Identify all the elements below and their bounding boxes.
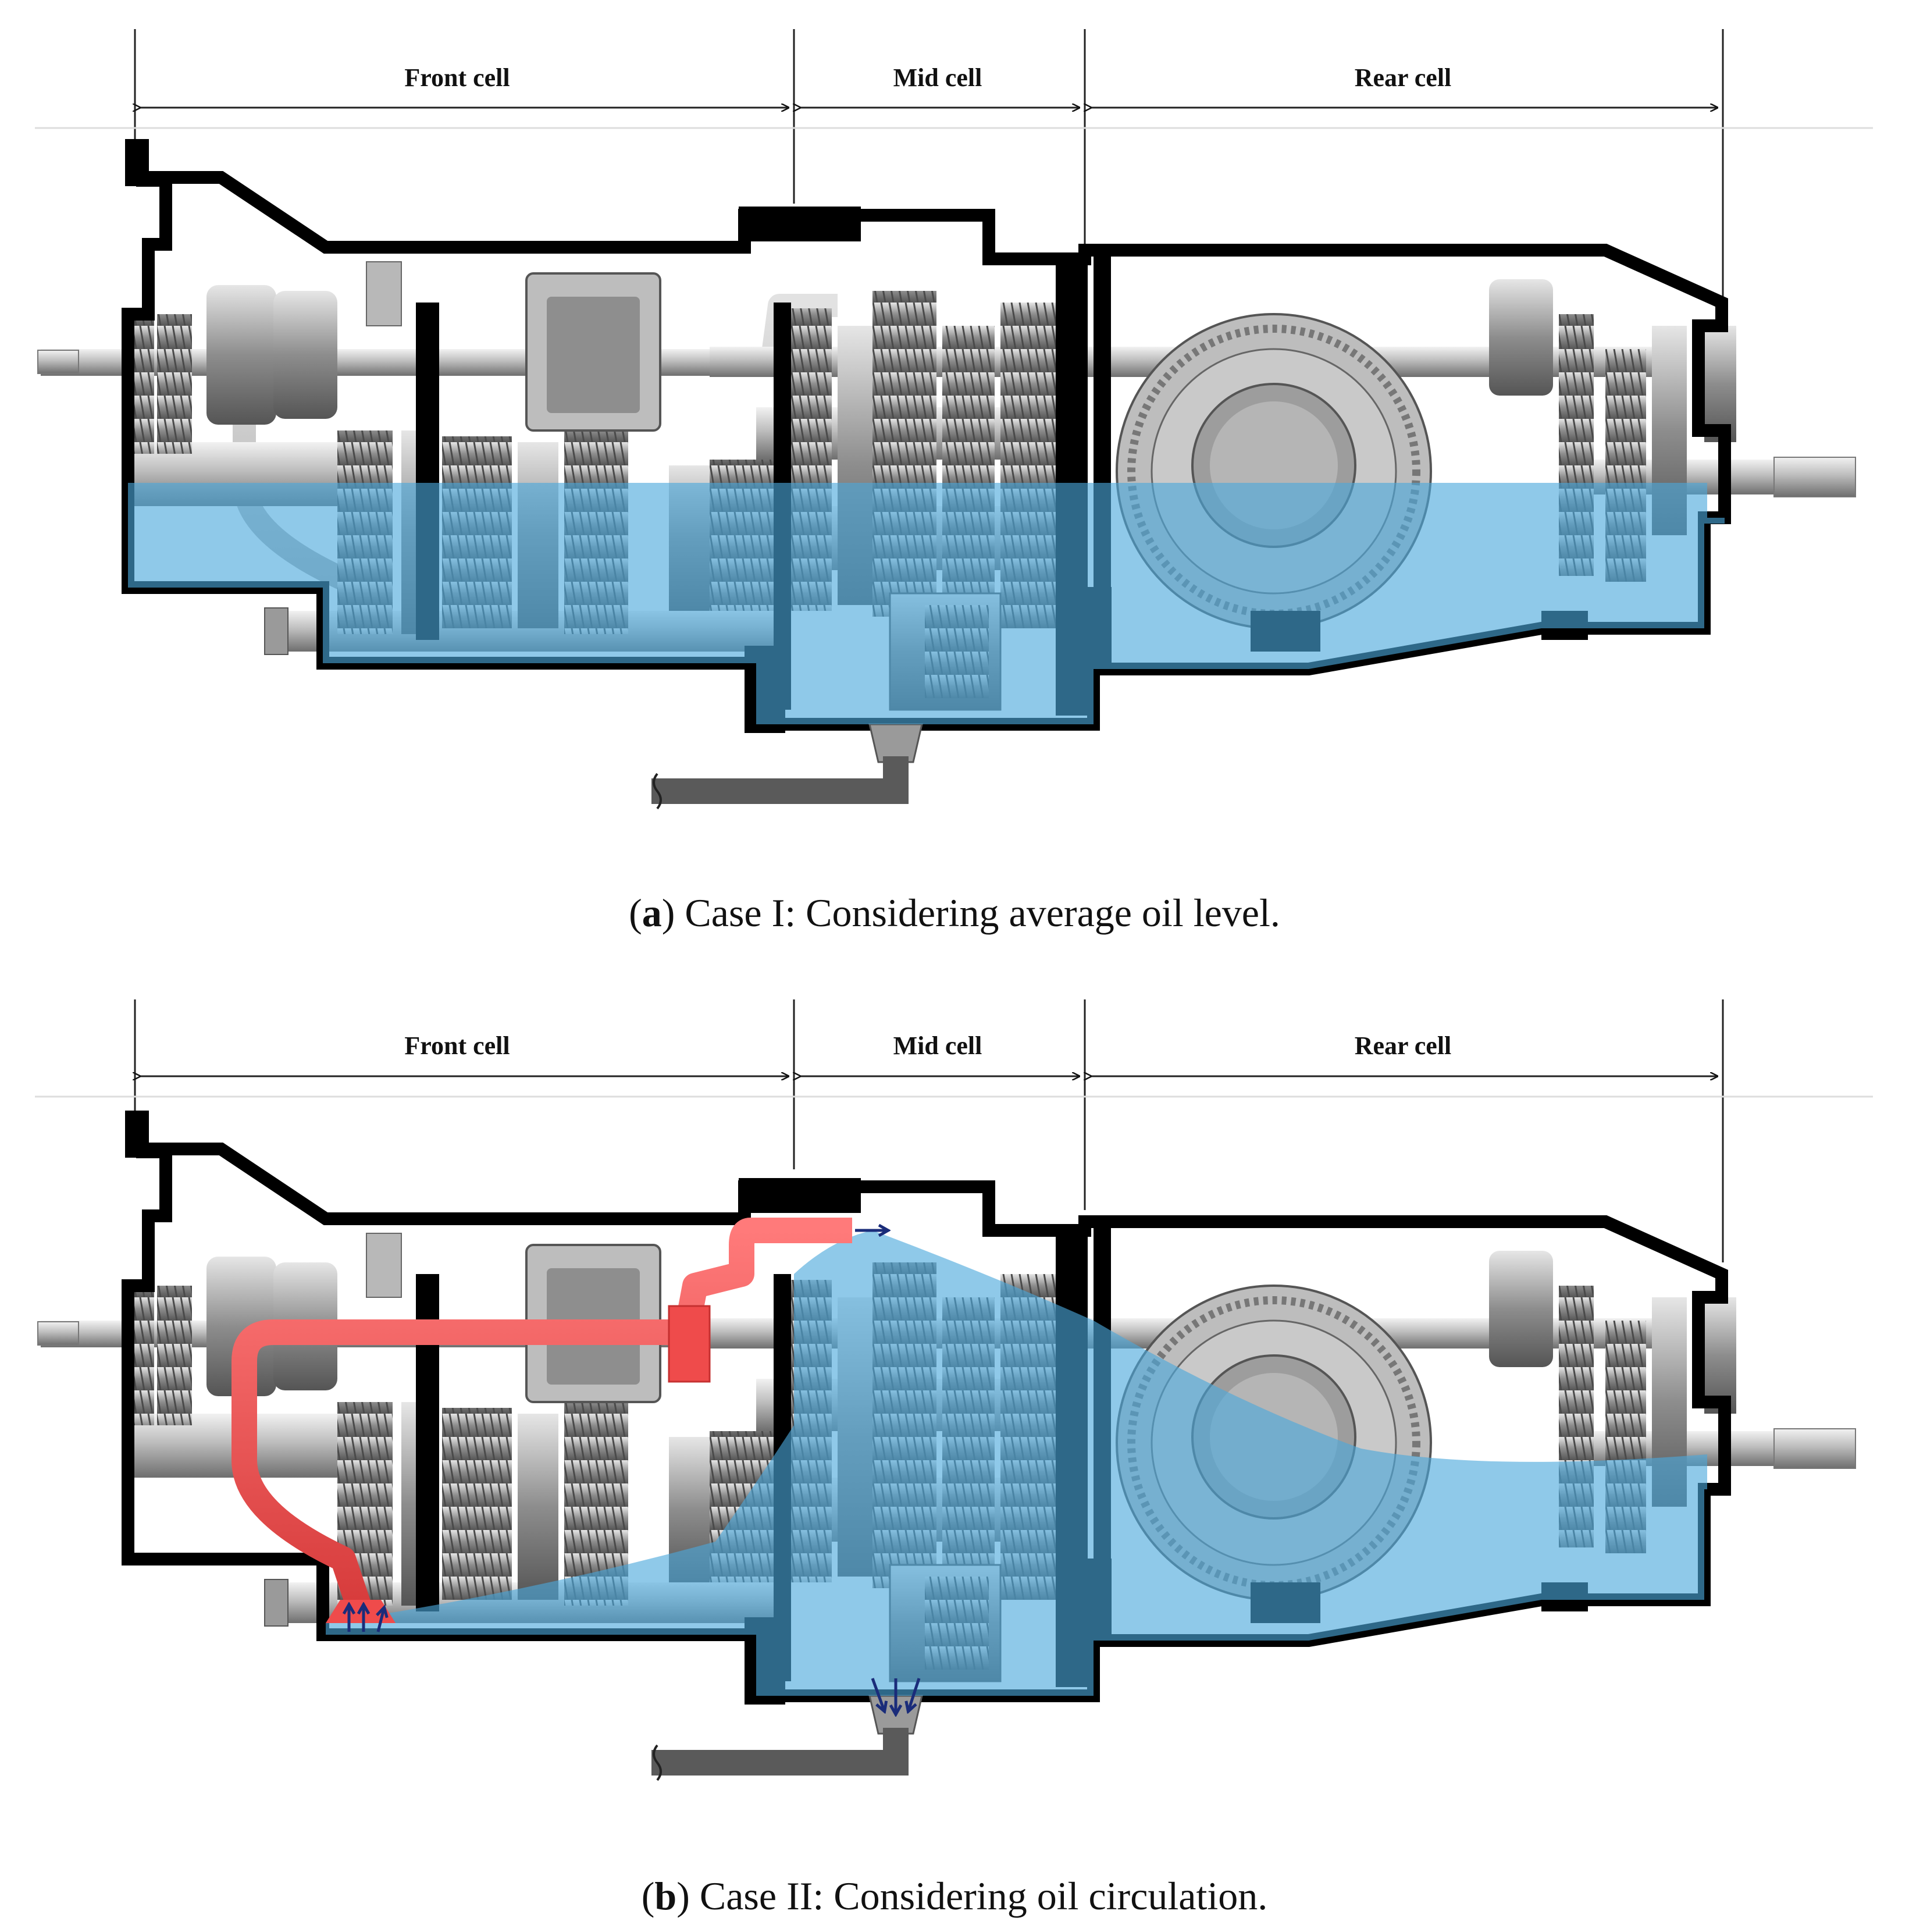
- mid-cell-label: Mid cell: [893, 63, 982, 92]
- panel-case-one: Front cell Mid cell Rear cell (a) Case I…: [0, 29, 1909, 966]
- caption-open-paren: (: [629, 891, 642, 935]
- caption-letter: a: [642, 891, 662, 935]
- drain-arrow-3: [909, 1678, 921, 1710]
- front-cell-label: Front cell: [404, 63, 510, 92]
- front-cell-label: Front cell: [404, 1031, 510, 1060]
- caption-text: ) Case II: Considering oil circulation.: [676, 1874, 1268, 1918]
- oil-volume: [326, 1230, 1707, 1696]
- caption-text: ) Case I: Considering average oil level.: [661, 891, 1280, 935]
- caption-letter: b: [654, 1874, 677, 1918]
- mid-cell-label: Mid cell: [893, 1031, 982, 1060]
- diagram-case-one: Front cell Mid cell Rear cell: [0, 29, 1873, 966]
- rear-cell-label: Rear cell: [1355, 1031, 1452, 1060]
- rear-cell-label: Rear cell: [1355, 63, 1452, 92]
- suction-arrow-3: [378, 1609, 384, 1632]
- panel-case-two: Front cell Mid cell Rear cell (b) Case I…: [0, 966, 1909, 1932]
- pump-body: [668, 1305, 711, 1383]
- figure-caption-a: (a) Case I: Considering average oil leve…: [0, 890, 1909, 936]
- caption-open-paren: (: [641, 1874, 655, 1918]
- oil-volume: [128, 483, 1725, 724]
- drain-arrow-1: [871, 1678, 884, 1710]
- oil-circulation-pipe: [231, 1218, 852, 1616]
- diagram-case-two: Front cell Mid cell Rear cell: [0, 999, 1873, 1932]
- figure-caption-b: (b) Case II: Considering oil circulation…: [0, 1873, 1909, 1919]
